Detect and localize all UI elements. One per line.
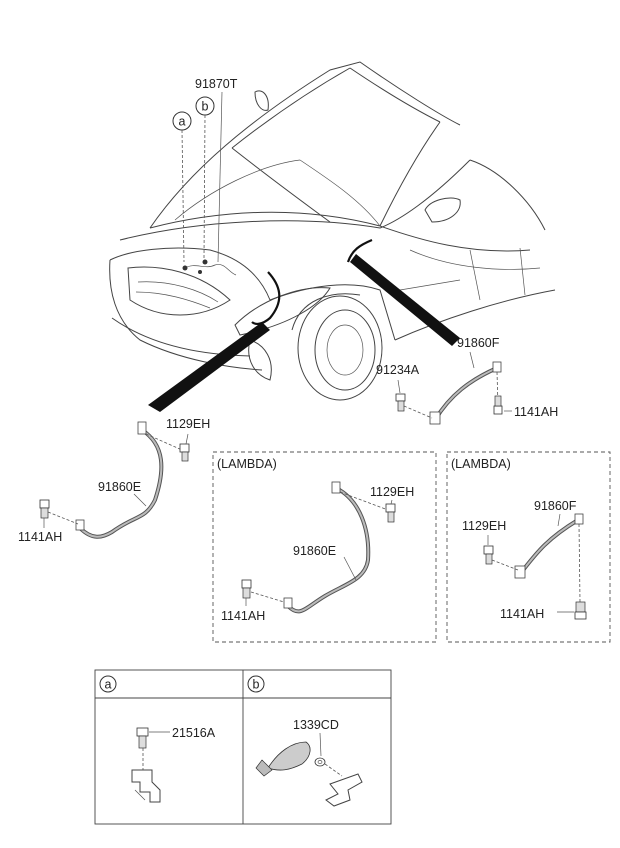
svg-text:b: b (253, 678, 260, 692)
detail-header-a: a (99, 675, 117, 693)
callout-b: b (195, 96, 215, 259)
car-illustration (109, 61, 556, 412)
lambda-box-1: (LAMBDA) 1129EH 91860E 1141AH (212, 451, 437, 643)
svg-text:(LAMBDA): (LAMBDA) (217, 457, 277, 471)
part-21516A: 21516A (131, 726, 216, 803)
svg-text:91860F: 91860F (534, 499, 577, 513)
svg-text:1129EH: 1129EH (462, 519, 506, 533)
bolt-1141AH-left: 1141AH (18, 499, 79, 544)
detail-table: a b 21516A 1339CD (94, 669, 392, 825)
bolt-1129EH-left: 1129EH (145, 417, 210, 462)
svg-text:a: a (179, 115, 186, 129)
svg-text:1141AH: 1141AH (500, 607, 544, 621)
svg-text:91860E: 91860E (98, 480, 141, 494)
svg-text:a: a (105, 678, 112, 692)
svg-text:21516A: 21516A (172, 726, 216, 740)
lambda-box-2: (LAMBDA) 91860F 1129EH 1141AH (446, 451, 611, 643)
svg-text:b: b (202, 100, 209, 114)
label-91870T: 91870T (195, 77, 238, 263)
bolt-91234A: 91234A (376, 363, 433, 419)
svg-text:91860F: 91860F (457, 336, 500, 350)
svg-text:1141AH: 1141AH (514, 405, 558, 419)
svg-text:1129EH: 1129EH (370, 485, 414, 499)
part-1339CD: 1339CD (255, 718, 363, 807)
svg-text:91860E: 91860E (293, 544, 336, 558)
svg-text:(LAMBDA): (LAMBDA) (451, 457, 511, 471)
callout-a: a (172, 111, 192, 263)
bolt-1141AH-right: 1141AH (493, 371, 558, 419)
svg-text:1141AH: 1141AH (221, 609, 265, 623)
cable-91860F-top: 91860F (429, 336, 502, 425)
detail-header-b: b (247, 675, 265, 693)
svg-text:1141AH: 1141AH (18, 530, 62, 544)
svg-text:91870T: 91870T (195, 77, 238, 91)
cable-91860E-left: 91860E (75, 421, 164, 539)
svg-text:1339CD: 1339CD (293, 718, 339, 732)
svg-text:1129EH: 1129EH (166, 417, 210, 431)
svg-text:91234A: 91234A (376, 363, 420, 377)
